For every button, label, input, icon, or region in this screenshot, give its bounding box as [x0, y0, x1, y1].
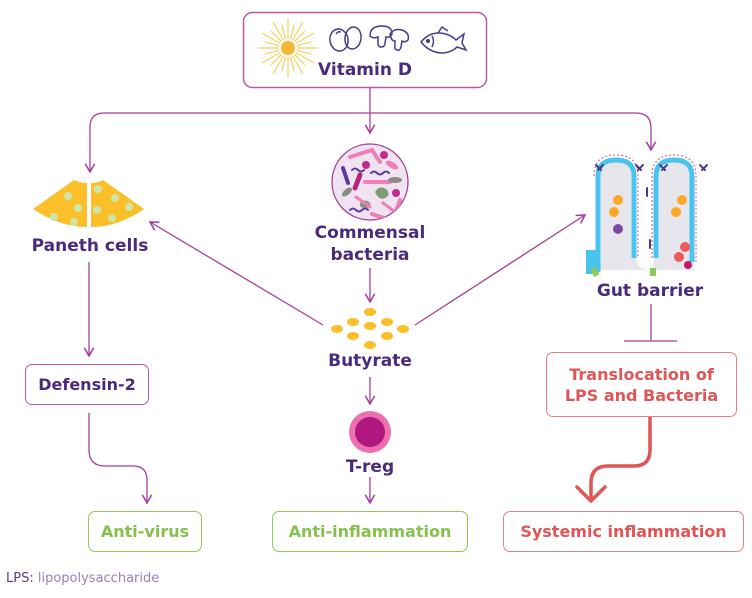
footnote: LPS: lipopolysaccharide: [6, 571, 159, 586]
footnote-abbr: LPS:: [6, 571, 34, 586]
vitamin-d-connectors: [83, 88, 677, 505]
vitamin-d-label: Vitamin D: [318, 60, 412, 80]
butyrate-molecules-icon: [331, 308, 409, 349]
sun-ray: [296, 49, 312, 55]
translocation-label-line1: Translocation of: [569, 364, 714, 384]
anti-inflammation-box: Anti-inflammation: [272, 511, 468, 552]
sun-ray: [272, 21, 285, 41]
paneth-cell-icon: [33, 180, 144, 227]
arrow-translocation-to-systemic: [575, 415, 652, 503]
sun-ray: [270, 53, 283, 66]
paneth-cells-label: Paneth cells: [31, 236, 149, 256]
intestinal-villi-icon: [586, 154, 708, 277]
systemic-inflammation-label: Systemic inflammation: [520, 522, 727, 541]
sun-ray: [291, 21, 304, 41]
sun-ray: [291, 55, 304, 75]
gut-barrier-label: Gut barrier: [596, 281, 704, 301]
defensin-2-label: Defensin-2: [38, 375, 136, 394]
t-reg-label: T-reg: [345, 457, 395, 477]
anti-inflammation-label: Anti-inflammation: [288, 522, 452, 541]
sun-ray: [295, 32, 315, 45]
arrow-vitd-to-paneth: [84, 112, 370, 174]
sun-ray: [293, 30, 306, 43]
t-reg-cell-icon: [349, 411, 391, 453]
arrow-butyrate-to-gut: [414, 214, 587, 326]
commensal-bacteria-label: Commensal bacteria: [300, 222, 440, 266]
bacteria-circle-icon: [331, 143, 409, 221]
sun-ray: [272, 55, 285, 75]
eggs-icon: [329, 26, 362, 52]
sun-ray: [261, 32, 281, 45]
systemic-inflammation-box: Systemic inflammation: [503, 511, 744, 552]
translocation-box: Translocation of LPS and Bacteria: [546, 352, 737, 417]
sun-ray: [281, 56, 287, 72]
sun-ray: [289, 24, 295, 40]
butyrate-label: Butyrate: [328, 351, 412, 371]
arrow-vitd-to-gut: [370, 112, 657, 152]
sun-ray: [293, 53, 306, 66]
sun-ray: [261, 51, 281, 64]
anti-virus-box: Anti-virus: [88, 511, 202, 552]
sun-ray: [289, 56, 295, 72]
sun-ray: [295, 51, 315, 64]
sun-icon: [258, 18, 318, 78]
footnote-text: lipopolysaccharide: [33, 571, 160, 586]
sun-ray: [264, 49, 280, 55]
sun-ray: [281, 24, 287, 40]
sun-ray: [264, 41, 280, 47]
arrow-defensin-to-antivirus: [88, 413, 153, 505]
arrow-butyrate-to-paneth: [148, 221, 324, 326]
fish-icon: [420, 25, 468, 54]
translocation-label-line2: LPS and Bacteria: [564, 385, 719, 405]
mushrooms-icon: [369, 25, 410, 51]
defensin-2-box: Defensin-2: [25, 364, 149, 405]
anti-virus-label: Anti-virus: [100, 522, 190, 541]
sun-core: [281, 41, 295, 55]
sun-ray: [270, 30, 283, 43]
commensal-bacteria-label-line2: bacteria: [330, 245, 410, 265]
commensal-bacteria-label-line1: Commensal: [314, 223, 426, 243]
sun-ray: [296, 41, 312, 47]
